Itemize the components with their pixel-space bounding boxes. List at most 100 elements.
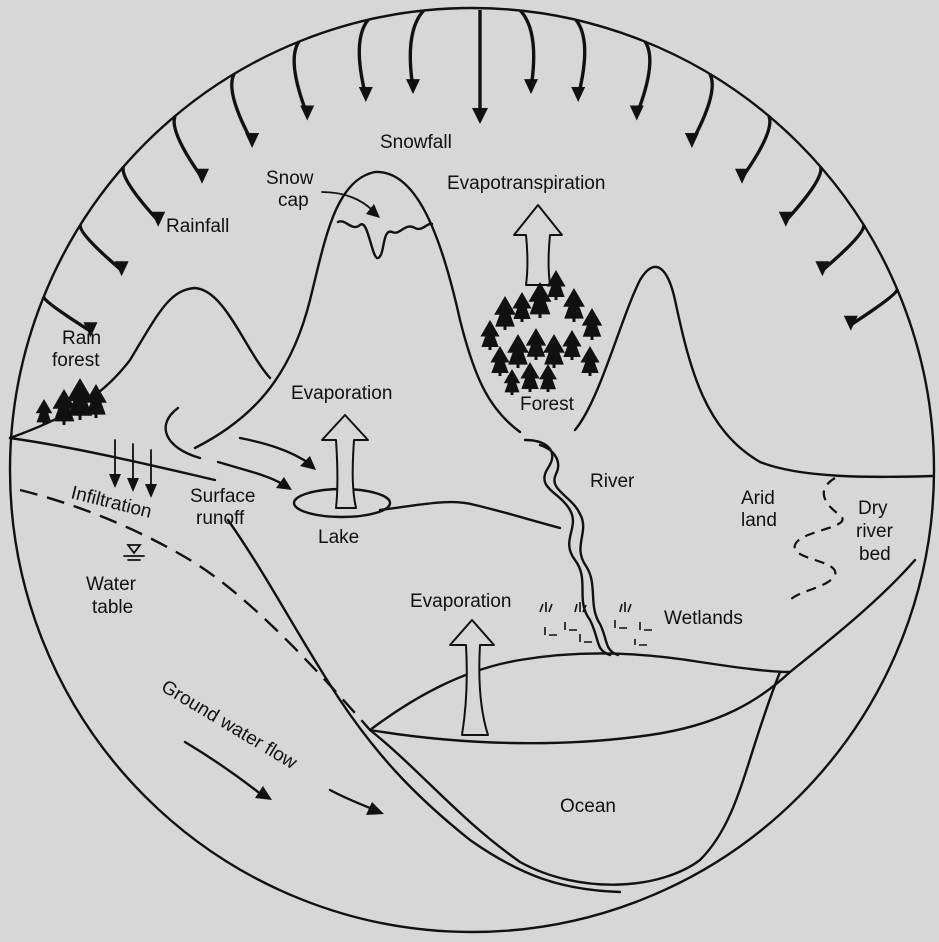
runoff-arrow-1: [238, 436, 312, 466]
tree-icon: [580, 346, 600, 376]
tree-icon: [480, 320, 500, 350]
rain-arrowhead: [524, 79, 538, 95]
label-lake: Lake: [318, 527, 359, 548]
snow-cap-pointer: [321, 191, 373, 211]
label-snowfall: Snowfall: [380, 132, 452, 153]
ground-line-left: [8, 436, 217, 482]
label-surface-runoff-1: Surface: [190, 486, 255, 507]
rain-arrowhead: [815, 261, 830, 277]
label-water-table-2: table: [92, 597, 133, 618]
tree-icon: [525, 328, 547, 360]
groundwater-arrow-2: [328, 788, 372, 810]
label-river: River: [590, 471, 635, 492]
central-mountain: [193, 170, 522, 450]
rain-arrow: [172, 115, 204, 179]
river: [523, 438, 612, 657]
rain-arrow: [78, 224, 123, 272]
rain-arrow: [821, 224, 866, 272]
rain-arrow: [230, 73, 254, 143]
label-evaporation-lake: Evaporation: [291, 383, 392, 404]
tree-icon: [562, 330, 582, 360]
runoff-arrowhead-1: [300, 456, 316, 470]
water-table-line: [19, 488, 371, 731]
tree-icon: [563, 288, 585, 322]
rain-arrow: [292, 40, 309, 116]
wetlands-marsh: [539, 602, 652, 646]
tree-icon: [546, 270, 566, 300]
rain-arrowhead: [406, 79, 420, 95]
label-evaporation-ocean: Evaporation: [410, 591, 511, 612]
tree-icon: [490, 346, 510, 376]
tree-icon: [85, 384, 107, 418]
rain-arrowhead: [629, 105, 644, 121]
evaporation-arrow-lake: [321, 414, 369, 509]
rain-arrowhead: [735, 168, 749, 184]
rain-arrow: [408, 9, 425, 89]
runoff-arrow-2: [216, 460, 284, 486]
label-rain-forest-1: Rain: [62, 328, 101, 349]
rain-arrowhead: [245, 133, 260, 148]
river-bank: [538, 443, 620, 657]
label-forest: Forest: [520, 394, 575, 415]
coastline-hill: [368, 652, 792, 732]
evapotranspiration-arrow: [513, 204, 563, 286]
rain-arrowhead: [114, 261, 129, 277]
label-rainfall: Rainfall: [166, 216, 229, 237]
rain-arrow: [41, 296, 92, 333]
rain-arrowhead: [571, 87, 586, 102]
seafloor-line: [368, 670, 782, 886]
tree-icon: [528, 282, 552, 318]
runoff-arrowhead-2: [276, 477, 292, 490]
label-dry-river-bed-3: bed: [859, 544, 891, 565]
label-snow-cap-1: Snow: [266, 168, 314, 189]
lake-shoreline: [378, 500, 562, 530]
tree-icon: [52, 389, 76, 425]
rain-arrow: [519, 9, 536, 89]
tree-icon: [503, 369, 521, 395]
forest-trees: [480, 270, 603, 395]
label-surface-runoff-2: runoff: [196, 508, 245, 529]
rain-arrowhead: [843, 315, 858, 331]
label-ground-water-flow: Ground water flow: [157, 676, 300, 774]
rain-arrow: [784, 166, 823, 222]
groundwater-arrowhead-2: [366, 802, 384, 815]
groundwater-arrow-1: [183, 740, 260, 794]
rain-arrowhead: [684, 133, 699, 148]
label-dry-river-bed-2: river: [856, 521, 894, 542]
snow-cap: [336, 220, 434, 260]
rain-arrowhead: [83, 322, 98, 338]
evaporation-arrow-ocean: [449, 619, 495, 736]
water-table-symbol: [123, 544, 145, 561]
rain-arrowhead: [151, 211, 166, 227]
snow-cap-pointer-head: [366, 204, 380, 218]
groundwater-arrowhead-1: [255, 786, 272, 800]
rain-arrowhead: [358, 87, 373, 102]
tree-icon: [539, 364, 557, 392]
left-mountain: [8, 286, 272, 440]
right-mountain: [573, 265, 934, 479]
tree-icon: [494, 296, 516, 330]
rain-arrow: [740, 115, 772, 179]
tree-icon: [507, 334, 529, 368]
tree-icon: [66, 378, 94, 420]
runoff-stream-1: [164, 406, 202, 460]
label-ocean: Ocean: [560, 796, 616, 817]
outer-circle: [8, 6, 936, 934]
rain-arrow: [849, 288, 899, 327]
label-dry-river-bed-1: Dry: [858, 498, 888, 519]
rain-arrowhead: [778, 211, 793, 227]
label-arid-land-2: land: [741, 510, 777, 531]
label-evapotranspiration: Evapotranspiration: [447, 173, 605, 194]
label-arid-land-1: Arid: [741, 488, 775, 509]
dry-river-bed: [789, 477, 844, 601]
tree-icon: [520, 362, 540, 392]
label-infiltration: Infiltration: [69, 482, 154, 522]
ocean-surface: [368, 558, 917, 745]
aquifer-line: [226, 518, 622, 894]
rain-arrowhead: [300, 105, 315, 121]
label-wetlands: Wetlands: [664, 608, 743, 629]
label-water-table-1: Water: [86, 574, 137, 595]
rain-arrow: [357, 18, 370, 97]
